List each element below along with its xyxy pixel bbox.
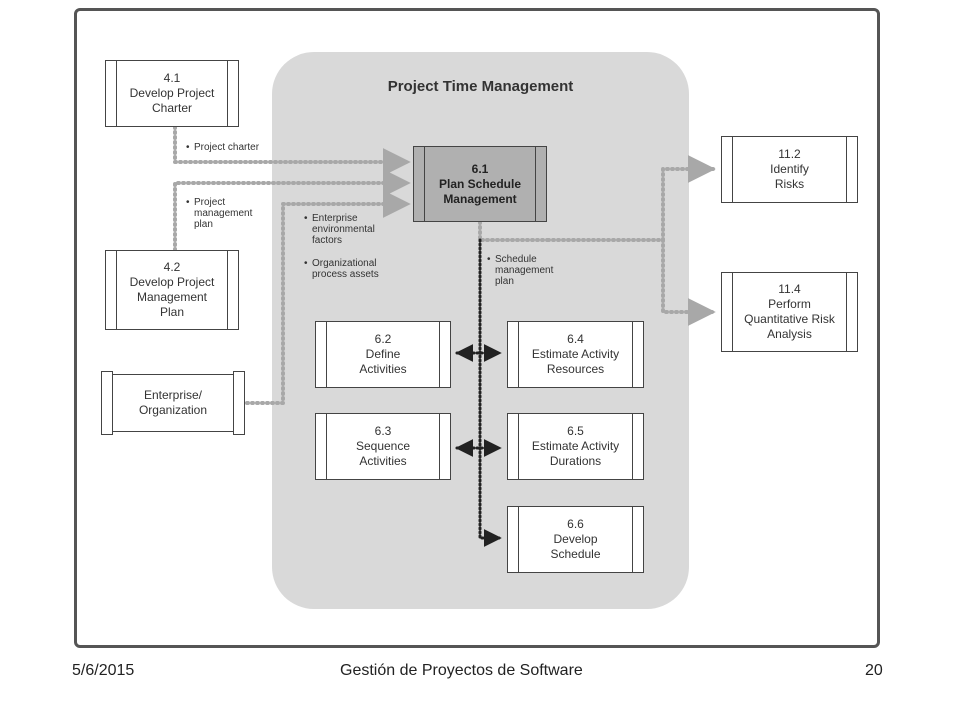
process-6-3[interactable]: 6.3 Sequence Activities: [315, 413, 451, 480]
label-text: Project charter: [194, 142, 260, 153]
flow-to-11-2: [546, 155, 716, 242]
label-project-charter: •Project charter: [186, 142, 260, 153]
footer-course: Gestión de Proyectos de Software: [340, 662, 583, 679]
label-enterprise-factors: •Enterprise environmental factors: [304, 213, 404, 246]
footer-page-number: 20: [865, 662, 883, 679]
flow-to-11-4: [661, 238, 716, 326]
label-text: Enterprise environmental factors: [312, 213, 375, 246]
process-name: Define Activities: [359, 347, 407, 376]
label-text: Organizational process assets: [312, 258, 379, 280]
process-name: Develop Schedule: [550, 532, 601, 561]
process-name: Perform Quantitative Risk Analysis: [744, 297, 835, 341]
label-project-management-plan: •Project management plan: [186, 197, 266, 230]
trunk-line: [478, 238, 502, 547]
process-name: Identify Risks: [770, 162, 809, 191]
process-number: 4.1: [163, 71, 181, 85]
process-6-4[interactable]: 6.4 Estimate Activity Resources: [507, 321, 644, 388]
process-name: Estimate Activity Resources: [531, 347, 620, 376]
process-number: 6.5: [567, 424, 584, 438]
diagram-frame: [74, 8, 880, 648]
process-4-2[interactable]: 4.2 Develop Project Management Plan: [105, 250, 239, 330]
process-11-4[interactable]: 11.4 Perform Quantitative Risk Analysis: [721, 272, 858, 352]
process-number: 6.4: [567, 332, 584, 346]
flow-enterprise: [245, 190, 411, 405]
process-number: 6.6: [567, 517, 584, 531]
process-number: 11.4: [778, 282, 801, 296]
label-text: Schedule management plan: [495, 254, 554, 287]
process-6-2[interactable]: 6.2 Define Activities: [315, 321, 451, 388]
process-number: 6.2: [374, 332, 392, 346]
process-11-2[interactable]: 11.2 Identify Risks: [721, 136, 858, 203]
flow-charter: [173, 125, 411, 176]
label-org-assets: •Organizational process assets: [304, 258, 404, 280]
process-6-6[interactable]: 6.6 Develop Schedule: [507, 506, 644, 573]
flow-pm-plan: [173, 169, 411, 252]
process-number: 6.1: [471, 161, 489, 176]
process-number: 6.3: [374, 424, 392, 438]
process-name: Estimate Activity Durations: [531, 439, 620, 468]
label-schedule-plan: •Schedule management plan: [487, 254, 577, 287]
region-title: Project Time Management: [387, 78, 574, 95]
label-text: Project management plan: [194, 197, 253, 230]
process-name: Plan Schedule Management: [438, 176, 522, 206]
process-6-5[interactable]: 6.5 Estimate Activity Durations: [507, 413, 644, 480]
process-6-1[interactable]: 6.1 Plan Schedule Management: [413, 146, 547, 222]
process-name: Develop Project Charter: [129, 86, 215, 115]
process-name: Sequence Activities: [355, 439, 411, 468]
process-name: Develop Project Management Plan: [129, 275, 215, 319]
process-number: 11.2: [778, 147, 801, 161]
process-number: 4.2: [163, 260, 181, 274]
footer-date: 5/6/2015: [72, 662, 135, 679]
enterprise-organization[interactable]: Enterprise/ Organization: [101, 371, 245, 435]
flow-sched-plan: [478, 220, 550, 242]
process-4-1[interactable]: 4.1 Develop Project Charter: [105, 60, 239, 127]
enterprise-label: Enterprise/ Organization: [138, 388, 208, 417]
